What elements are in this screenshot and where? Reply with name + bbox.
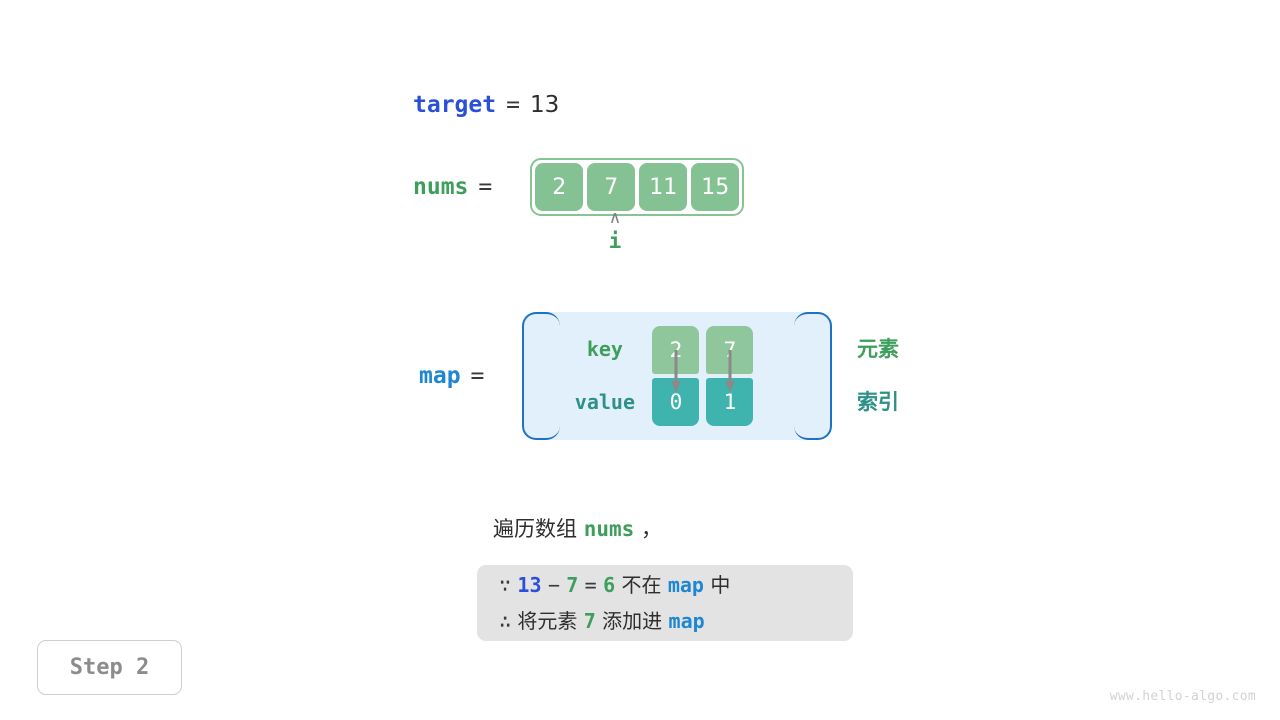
array-cell: 15 <box>691 163 740 211</box>
map-value-cell: 0 <box>652 378 700 426</box>
note-map-token: map <box>667 573 704 597</box>
because-symbol: ∵ <box>499 573 512 597</box>
map-key-cell: 2 <box>652 326 700 374</box>
pointer-caret-icon: ∧ <box>608 208 622 228</box>
map-entry-columns: 2 0 7 1 <box>652 312 754 440</box>
map-entry: 7 1 <box>706 326 754 426</box>
target-equals-sign: = <box>506 92 520 118</box>
target-assignment-row: target = 13 <box>413 92 559 118</box>
nums-equals-sign: = <box>478 174 493 200</box>
map-legend: 元素 索引 <box>857 312 899 440</box>
legend-index-label: 索引 <box>857 390 899 414</box>
explanation-line-2: ∴ 将元素 7 添加进 map <box>477 605 853 637</box>
therefore-symbol: ∴ <box>499 609 512 633</box>
note-text-add-element: 将元素 <box>517 609 578 633</box>
nums-variable-label: nums <box>413 174 469 200</box>
step-badge: Step 2 <box>37 640 182 695</box>
note-operand-target: 13 <box>517 573 542 597</box>
map-row-labels: key value <box>557 312 652 440</box>
target-value: 13 <box>529 92 560 118</box>
watermark: www.hello-algo.com <box>1109 689 1256 704</box>
map-key-cell: 7 <box>706 326 754 374</box>
pointer-label-i: i <box>608 229 622 253</box>
caption-text: 遍历数组 nums ， <box>493 513 662 543</box>
note-text-not-in: 不在 <box>621 573 662 597</box>
array-cell: 2 <box>535 163 584 211</box>
note-map-token: map <box>668 609 705 633</box>
map-variable-label: map <box>419 363 461 389</box>
note-text-in: 中 <box>710 573 731 597</box>
note-result: 6 <box>603 573 616 597</box>
map-value-row-label: value <box>574 390 636 414</box>
map-value-cell: 1 <box>706 378 754 426</box>
equals-symbol: = <box>584 573 597 597</box>
legend-element-label: 元素 <box>857 337 899 361</box>
explanation-line-1: ∵ 13 − 7 = 6 不在 map 中 <box>477 569 853 601</box>
map-container: key value 2 0 7 1 <box>522 312 833 440</box>
array-cell: 11 <box>639 163 688 211</box>
explanation-box: ∵ 13 − 7 = 6 不在 map 中 ∴ 将元素 7 添加进 map <box>477 565 853 641</box>
caption-suffix: ， <box>634 517 662 541</box>
nums-array: 2 7 11 15 <box>530 158 745 216</box>
minus-symbol: − <box>547 573 560 597</box>
note-operand-current: 7 <box>566 573 579 597</box>
map-assignment-row: map = key value 2 0 7 1 <box>419 312 833 440</box>
nums-assignment-row: nums = 2 7 11 15 <box>413 158 745 216</box>
note-added-element: 7 <box>583 609 596 633</box>
index-pointer: ∧ i <box>601 210 629 256</box>
map-equals-sign: = <box>470 363 485 389</box>
map-entry: 2 0 <box>652 326 700 426</box>
target-variable-label: target <box>413 92 497 118</box>
note-text-add-into: 添加进 <box>602 609 663 633</box>
caption-code-nums: nums <box>583 517 635 541</box>
caption-prefix: 遍历数组 <box>493 517 584 541</box>
map-key-row-label: key <box>586 337 623 361</box>
array-cell: 7 <box>587 163 636 211</box>
